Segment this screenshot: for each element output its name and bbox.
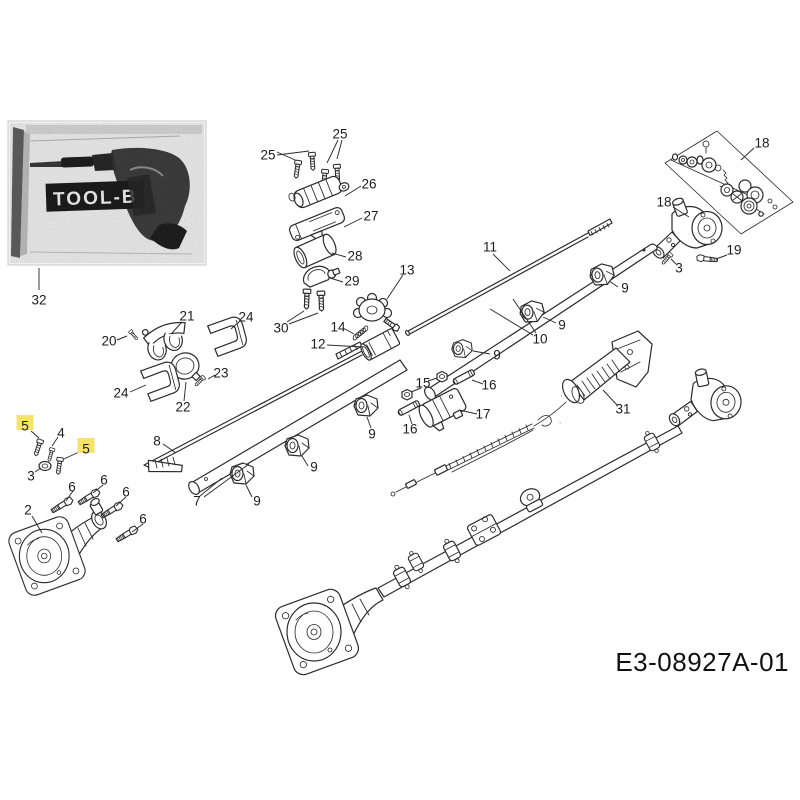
part-callout-28[interactable]: 28 [347, 249, 362, 264]
part-19-screw-drawing [695, 253, 719, 264]
part-callout-11[interactable]: 11 [483, 240, 497, 255]
part-29-clamp-drawing [302, 265, 341, 288]
part-callout-13[interactable]: 13 [399, 263, 414, 278]
part-callout-25[interactable]: 25 [260, 148, 275, 163]
part-callout-24[interactable]: 24 [238, 310, 254, 325]
part-callout-15[interactable]: 15 [415, 376, 430, 391]
part-callout-3[interactable]: 3 [27, 469, 35, 484]
part-callout-27[interactable]: 27 [363, 209, 378, 224]
part-callout-9[interactable]: 9 [368, 427, 376, 442]
part-20-screw-drawing [127, 328, 140, 342]
leader-lines [30, 139, 755, 534]
part-28-bushing-drawing [293, 233, 337, 269]
part-callout-6[interactable]: 6 [139, 512, 147, 527]
part-2-housing-drawing [5, 497, 107, 599]
part-9-bushing-drawing [451, 339, 473, 359]
part-5-screw-drawing [32, 438, 45, 458]
photo-grain-overlay [10, 123, 204, 263]
part-callout-9[interactable]: 9 [253, 494, 261, 509]
part-callout-16[interactable]: 16 [481, 378, 496, 393]
part-callout-19[interactable]: 19 [726, 243, 741, 258]
part-15-nut-drawing [401, 388, 413, 401]
part-callout-5[interactable]: 5 [82, 442, 90, 457]
part-callout-3[interactable]: 3 [675, 261, 683, 276]
part-callout-9[interactable]: 9 [310, 460, 318, 475]
part-7-boom-tube-drawing [188, 359, 408, 495]
drawing-number: E3-08927A-01 [615, 647, 789, 677]
part-callout-4[interactable]: 4 [57, 426, 65, 441]
part-17-coupler-drawing [418, 388, 467, 432]
part-callout-8[interactable]: 8 [153, 434, 161, 449]
part-4-screw-drawing [46, 447, 56, 463]
part-callout-20[interactable]: 20 [101, 334, 116, 349]
part-callout-9[interactable]: 9 [558, 318, 566, 333]
part-9-bushing-drawing [353, 394, 379, 417]
part-callout-25[interactable]: 25 [332, 127, 347, 142]
part-callout-14[interactable]: 14 [330, 320, 346, 335]
part-12-coupling-drawing [360, 328, 401, 361]
part-9-bushing-drawing [229, 462, 255, 485]
part-callout-10[interactable]: 10 [532, 332, 547, 347]
part-22-ring-drawing [170, 352, 201, 382]
part-callout-18[interactable]: 18 [754, 136, 769, 151]
part-11-driveshaft-drawing [405, 218, 613, 337]
part-9-bushing-drawing [284, 434, 310, 457]
part-callout-9[interactable]: 9 [493, 348, 501, 363]
part-callout-26[interactable]: 26 [361, 177, 376, 192]
callout-highlight [77, 438, 95, 453]
part-callout-16[interactable]: 16 [402, 422, 417, 437]
part-callout-6[interactable]: 6 [100, 473, 108, 488]
part-callout-17[interactable]: 17 [475, 407, 490, 422]
assembled-shaft-unit-drawing [272, 363, 746, 679]
part-callout-5[interactable]: 5 [21, 419, 29, 434]
callout-highlight [16, 415, 34, 430]
part-21-clamp-drawing [141, 321, 186, 361]
throttle-cable-drawing [390, 401, 567, 497]
part-callout-6[interactable]: 6 [122, 485, 130, 500]
part-5-screw-drawing [54, 456, 64, 476]
part-callout-23[interactable]: 23 [213, 366, 228, 381]
part-callout-31[interactable]: 31 [615, 402, 630, 417]
part-callout-21[interactable]: 21 [179, 309, 194, 324]
part-callout-2[interactable]: 2 [24, 503, 32, 518]
part-15-nut-drawing [436, 370, 448, 383]
part-14-spring-drawing [352, 325, 369, 341]
part-3-washer-drawing [38, 460, 52, 472]
part-callout-30[interactable]: 30 [273, 321, 288, 336]
part-callout-32[interactable]: 32 [31, 293, 46, 308]
part-callout-18[interactable]: 18 [656, 195, 671, 210]
part-callout-9[interactable]: 9 [621, 281, 629, 296]
part-callout-29[interactable]: 29 [344, 274, 359, 289]
part-callout-12[interactable]: 12 [310, 337, 325, 352]
part-31-handle-drawing [520, 330, 653, 440]
part-16-pin-drawing [396, 399, 421, 417]
part-30-screws-drawing [302, 288, 326, 312]
part-26-clamp-drawing [288, 175, 350, 209]
part-callout-24[interactable]: 24 [113, 386, 129, 401]
photo-inset: TOOL-B [7, 120, 207, 266]
part-callout-22[interactable]: 22 [175, 400, 190, 415]
part-13-knob-drawing [352, 292, 401, 332]
part-callout-6[interactable]: 6 [68, 480, 76, 495]
part-callout-7[interactable]: 7 [193, 494, 201, 509]
part-18-kit-drawing [664, 130, 794, 235]
